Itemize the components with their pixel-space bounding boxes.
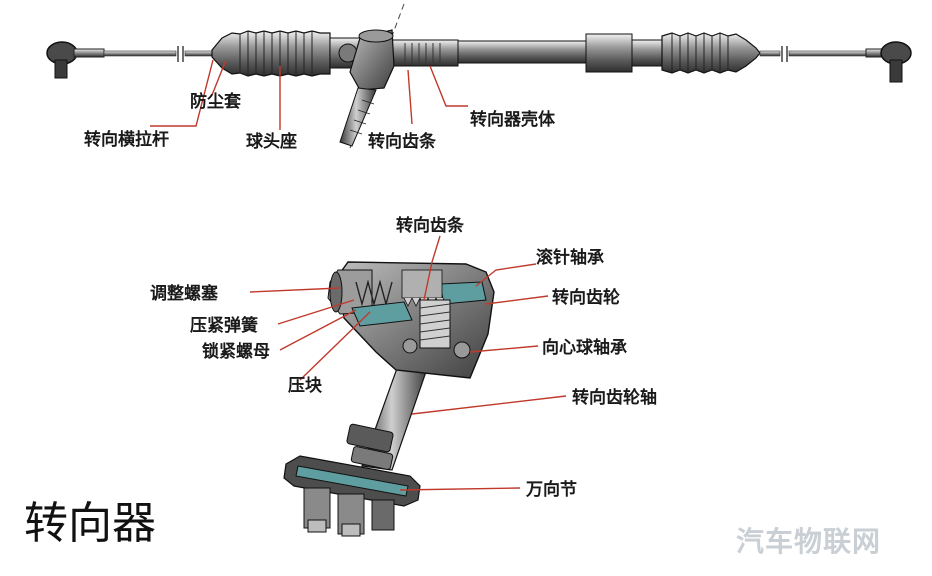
housing-tube [457, 33, 663, 73]
label-rack-bottom: 转向齿条 [396, 216, 464, 236]
label-lock-nut: 锁紧螺母 [202, 342, 270, 362]
label-housing: 转向器壳体 [470, 110, 555, 130]
label-dust-boot: 防尘套 [190, 92, 241, 112]
left-tie-rod [103, 46, 216, 62]
left-dust-boot [211, 30, 331, 77]
top-leader-lines [150, 59, 468, 130]
rack-assembly [46, 3, 912, 149]
right-dust-boot [661, 32, 761, 74]
diagram-title: 转向器 [24, 498, 156, 549]
pinion-shaft [346, 359, 429, 471]
pinion-cutaway [283, 261, 495, 537]
left-tie-rod-end [46, 41, 105, 79]
label-adjusting-plug: 调整螺塞 [150, 284, 218, 304]
label-pressure-spring: 压紧弹簧 [190, 316, 258, 336]
gear-housing [327, 261, 495, 379]
label-radial-bearing: 向心球轴承 [542, 338, 627, 358]
label-pressure-block: 压块 [288, 376, 322, 396]
label-pinion: 转向齿轮 [552, 288, 620, 308]
label-ball-socket: 球头座 [246, 132, 297, 152]
pinion-gear [419, 299, 451, 349]
right-tie-rod-end [865, 41, 912, 83]
label-pinion-shaft: 转向齿轮轴 [572, 388, 657, 408]
label-tie-rod: 转向横拉杆 [84, 130, 169, 150]
label-universal-joint: 万向节 [526, 480, 577, 500]
label-needle-bearing: 滚针轴承 [536, 248, 604, 268]
right-tie-rod [759, 46, 870, 62]
label-rack-top: 转向齿条 [368, 132, 436, 152]
universal-joint [283, 455, 421, 537]
watermark: 汽车物联网 [736, 525, 882, 558]
pinion-housing-top [339, 3, 405, 149]
ball-bearing [402, 338, 471, 359]
bottom-leader-lines [249, 235, 567, 491]
